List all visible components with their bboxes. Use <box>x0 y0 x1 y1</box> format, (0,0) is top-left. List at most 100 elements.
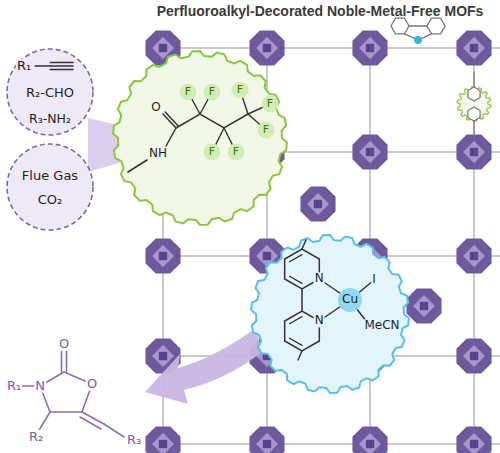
node-shape <box>5 142 95 232</box>
linker-bond <box>473 72 474 87</box>
linker-bond <box>409 25 427 26</box>
cluster-facet <box>463 141 485 163</box>
cluster-facet <box>463 345 485 367</box>
bond-line <box>301 289 303 311</box>
fluorine-dot <box>262 96 279 113</box>
metal-cluster <box>406 288 441 323</box>
reagent-bubble: R₁ R₂-CHO R₃-NH₂ <box>5 47 95 137</box>
gear-outline <box>251 235 409 393</box>
product-atom-label: O <box>58 337 70 351</box>
title-text: Perfluoroalkyl-Decorated Noble-Metal-Fre… <box>157 3 484 20</box>
linker-ring <box>391 18 409 34</box>
bond-line <box>104 424 124 437</box>
fluorine-atom: F <box>262 124 270 136</box>
fluorine-atom: F <box>208 146 216 158</box>
metal-cluster <box>352 134 387 169</box>
linker-ring <box>427 18 445 34</box>
structure <box>128 82 279 173</box>
node-shape <box>250 234 410 394</box>
structure <box>35 63 73 70</box>
metal-cluster <box>145 426 180 453</box>
ligand-label: MeCN <box>363 319 400 332</box>
double-bond <box>290 317 302 324</box>
metal-cluster <box>456 338 491 373</box>
cluster-core <box>159 44 167 52</box>
bond-line <box>50 411 82 413</box>
methyl-bond <box>302 240 306 249</box>
cluster-core <box>159 440 167 448</box>
atom-label: N <box>314 314 325 327</box>
cluster-facet <box>463 37 485 59</box>
atom-label: N <box>314 272 325 285</box>
cluster-facet <box>359 37 381 59</box>
cluster-core <box>159 252 167 260</box>
product-atom-label: R₃ <box>126 433 142 447</box>
cluster-body <box>352 426 387 453</box>
perfluoroalkyl-gear: ONHFFFFFFF <box>112 50 288 226</box>
bond-line <box>80 417 101 429</box>
cluster-core <box>366 44 374 52</box>
product-atom-label: N <box>34 379 46 393</box>
grid-line <box>163 443 500 445</box>
methyl-bond <box>298 351 302 360</box>
fluorine-dot <box>258 122 275 139</box>
cluster-facet <box>256 37 278 59</box>
atom-label: NH <box>148 147 168 160</box>
alkyne-bond <box>35 65 50 66</box>
fluorinated-linker-icon <box>457 72 491 136</box>
metal-label: Cu <box>341 293 359 306</box>
dashed-bubble <box>7 144 93 230</box>
fluorine-dot <box>228 144 245 161</box>
reagent-label: R₃-NH₂ <box>28 112 72 126</box>
cluster-body <box>456 134 491 169</box>
fluorine-dot <box>232 82 249 99</box>
reagent-label: R₂-CHO <box>25 86 75 100</box>
cluster-core <box>420 302 428 310</box>
fluorine-atom: F <box>236 84 244 96</box>
atom-label: O <box>150 101 161 114</box>
fluorine-atom: F <box>184 86 192 98</box>
cluster-body <box>145 238 180 273</box>
cluster-facet <box>463 245 485 267</box>
cluster-core <box>263 252 271 260</box>
cluster-body <box>456 338 491 373</box>
cluster-body <box>249 426 284 453</box>
metal-cluster <box>145 238 180 273</box>
cluster-core <box>366 148 374 156</box>
metal-cluster <box>456 134 491 169</box>
fluorine-atom: F <box>266 98 274 110</box>
cluster-facet <box>307 193 329 215</box>
small-gear <box>457 87 491 121</box>
linker-icon <box>391 18 445 44</box>
cluster-facet <box>152 345 174 367</box>
substituent-label: R₁ <box>16 59 32 73</box>
cluster-core <box>470 44 478 52</box>
cluster-core <box>470 440 478 448</box>
cluster-facet <box>359 141 381 163</box>
fluorine-atom: F <box>208 86 216 98</box>
atom-label: I <box>371 273 377 286</box>
bond-line <box>166 128 176 146</box>
cluster-facet <box>152 245 174 267</box>
linker-ring <box>468 107 480 121</box>
cluster-body <box>456 238 491 273</box>
alkyne-bond <box>50 69 73 70</box>
linker-ring <box>468 87 480 101</box>
formula-label: CO₂ <box>37 193 64 207</box>
chain-bond <box>176 114 248 128</box>
bond-line <box>82 412 104 424</box>
cluster-body <box>352 134 387 169</box>
product-arrow <box>145 328 262 404</box>
cluster-facet <box>359 433 381 453</box>
product-atom-label: R₁ <box>6 379 22 393</box>
metal-dot <box>414 36 422 44</box>
cluster-core <box>470 252 478 260</box>
bond-line <box>128 160 147 172</box>
cluster-facet <box>256 433 278 453</box>
cluster-core <box>263 440 271 448</box>
cluster-facet <box>152 433 174 453</box>
grid-line <box>163 47 500 49</box>
fluorine-dot <box>204 144 221 161</box>
copper-dot <box>338 288 362 312</box>
